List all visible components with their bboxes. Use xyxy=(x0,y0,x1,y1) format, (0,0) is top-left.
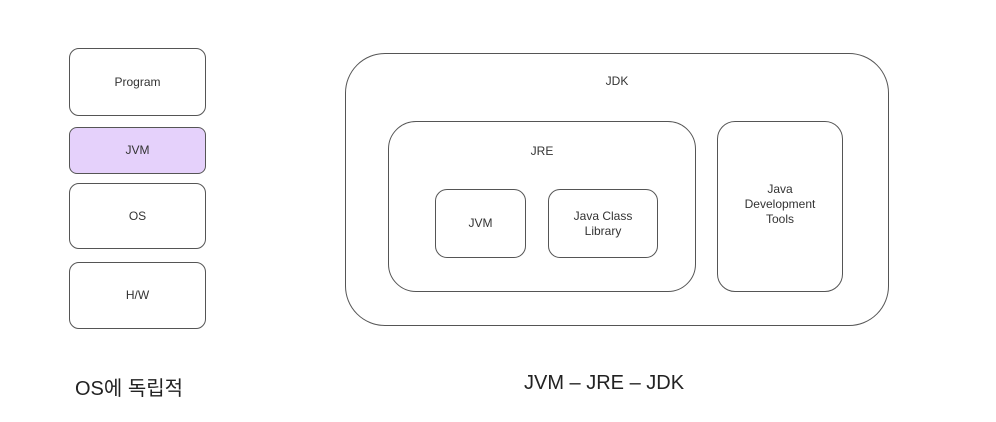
jvm-box: JVM xyxy=(435,189,526,258)
layer-os: OS xyxy=(69,183,206,249)
dev-tools-box: Java Development Tools xyxy=(717,121,843,292)
class-library-label: Java Class Library xyxy=(573,208,633,238)
layer-hw: H/W xyxy=(69,262,206,329)
layer-jvm: JVM xyxy=(69,127,206,174)
layer-program: Program xyxy=(69,48,206,116)
jre-label: JRE xyxy=(530,144,554,158)
class-library-box: Java Class Library xyxy=(548,189,658,258)
stack-caption: OS에 독립적 xyxy=(75,378,184,400)
jdk-caption: JVM – JRE – JDK xyxy=(524,372,685,394)
dev-tools-label: Java Development Tools xyxy=(744,182,816,226)
jdk-label: JDK xyxy=(605,74,629,88)
